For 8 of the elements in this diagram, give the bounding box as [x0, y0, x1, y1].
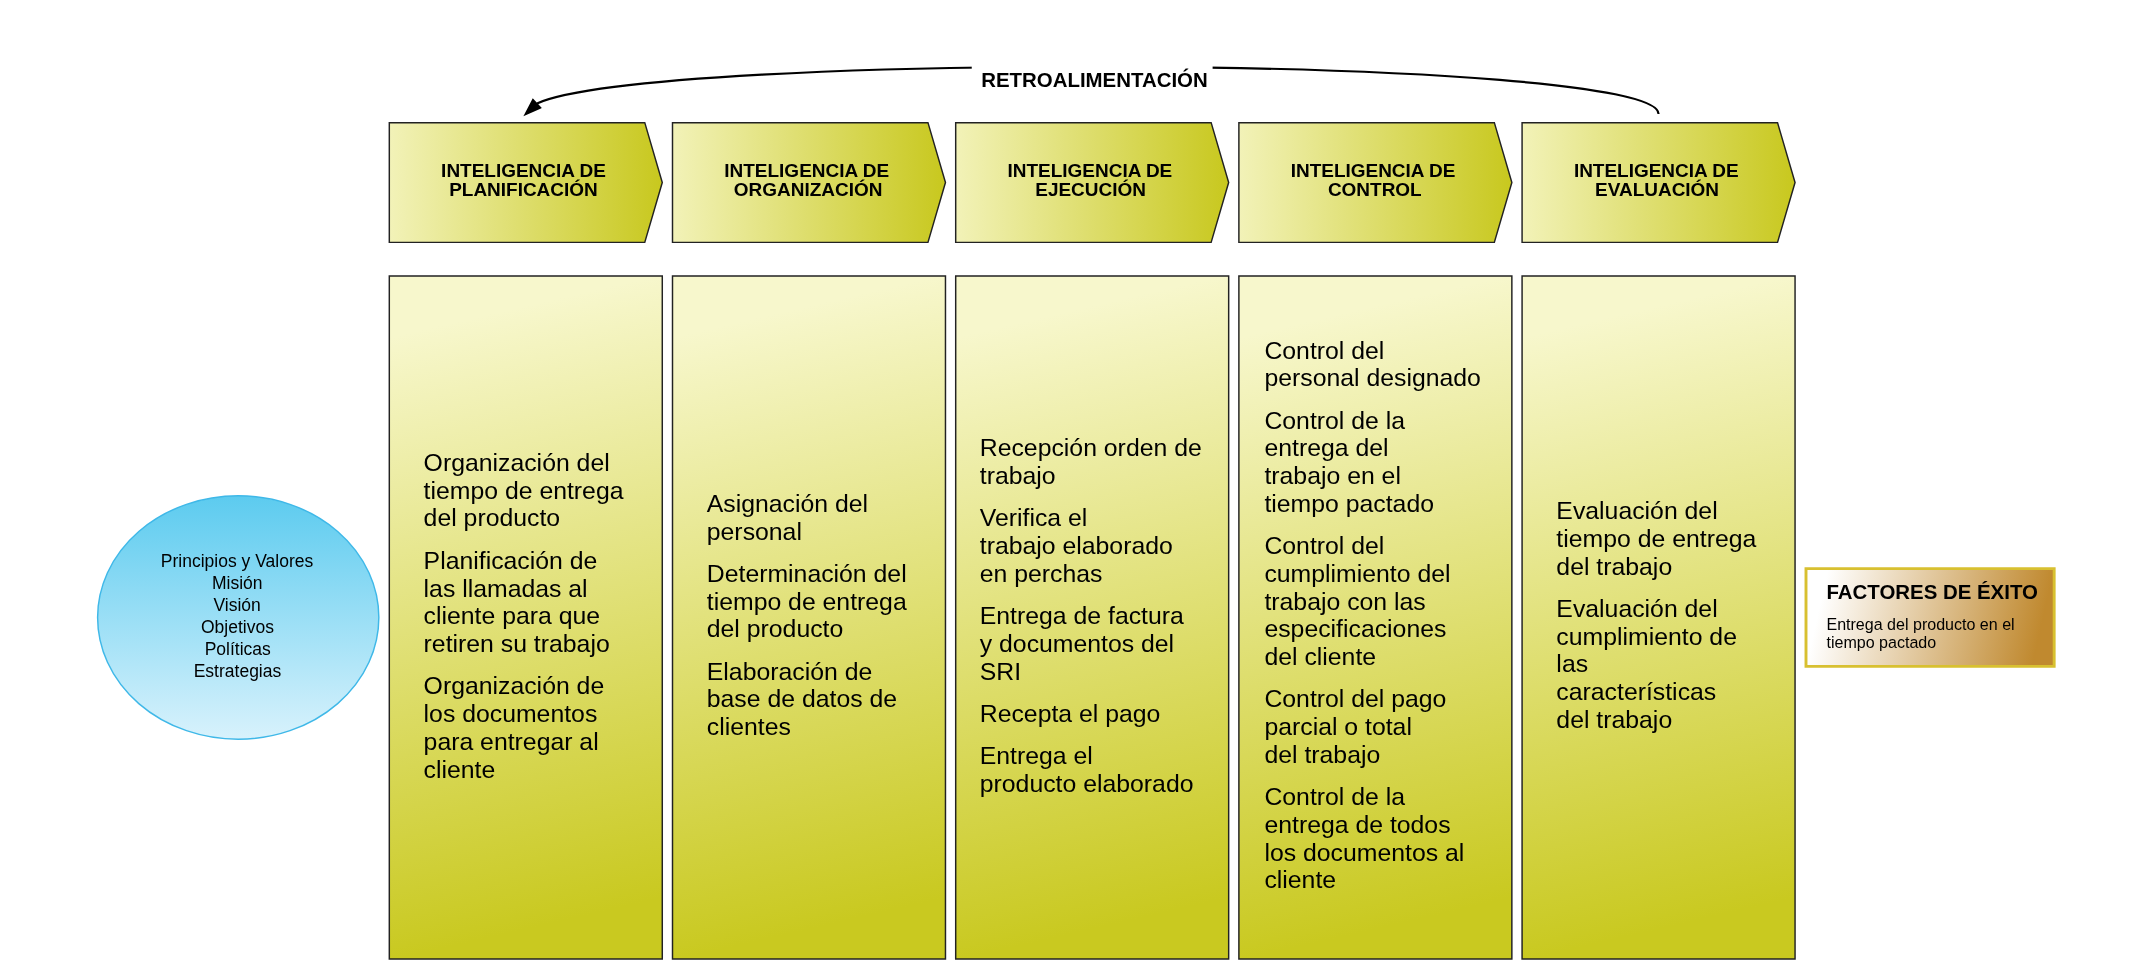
- node-box: Control del personal designado Control de la entrega del trabajo en el tiempo pactado Control del cumplimiento del trabajo con las especificaciones del cliente Control del pago parcial o total del trabajo Control de la entrega de todos los documentos al cliente: [1238, 275, 1513, 960]
- edge-label: RETROALIMENTACIÓN: [981, 69, 1208, 92]
- node-box: Asignación del personal Determinación del tiempo de entrega del producto Elaboración de base de datos de clientes: [671, 275, 947, 960]
- node-box: Organización del tiempo de entrega del producto Planificación de las llamadas al cliente para que retiren su trabajo Organización de los documentos para entregar al cliente: [388, 275, 663, 960]
- node-box: Recepción orden de trabajo Verifica el trabajo elaborado en perchas Entrega de factura y documentos del SRI Recepta el pago Entrega el producto elaborado: [954, 275, 1230, 960]
- node-ellipse: Principios y Valores Misión Visión Objetivos Políticas Estrategias: [96, 495, 380, 740]
- node-box: Evaluación del tiempo de entrega del trabajo Evaluación del cumplimiento de las características del trabajo: [1521, 275, 1796, 960]
- node-box: FACTORES DE ÉXITO Entrega del producto en el tiempo pactado: [1804, 567, 2056, 668]
